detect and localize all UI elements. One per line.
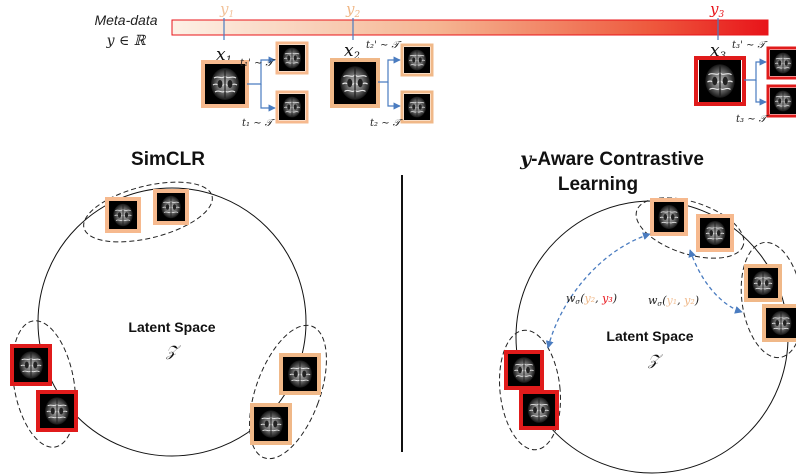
t3-prime-label: t₃' ∼ 𝒯: [732, 40, 769, 51]
x2-aug-top-scan: [404, 47, 430, 73]
y-aware-top-scan-a: [654, 202, 684, 232]
t2-label: t₂ ∼ 𝒯: [370, 118, 404, 129]
simclr-title: SimCLR: [131, 149, 205, 170]
x1-aug-bottom-scan: [279, 94, 305, 120]
x3-brain-scan: [698, 60, 742, 102]
simclr-latent-symbol: 𝒵: [165, 342, 181, 360]
simclr-cluster-right: [249, 324, 327, 460]
y-aware-cluster-top: [635, 197, 745, 259]
weight-label-right: wσ(y₁, y₂): [648, 294, 699, 308]
x2-aug-bottom-frame: [400, 90, 434, 124]
y-aware-title-line2: Learning: [558, 174, 638, 195]
simclr-cluster-top: [83, 181, 213, 243]
x3-aug-bottom-scan: [770, 88, 796, 114]
simclr-top-scan-a: [109, 201, 137, 229]
simclr-panel: SimCLR Latent Space 𝒵: [10, 149, 327, 460]
x3-arrow-top: [744, 58, 767, 81]
y-aware-left-scan-a: [508, 354, 540, 386]
simclr-right-scan-b: [254, 407, 288, 441]
x2-brain-scan: [334, 62, 376, 104]
x3-arrow-bottom: [755, 80, 767, 106]
weight-label-left: wσ(y₂, y₃): [566, 292, 617, 306]
sample-x1-group: x1 t₁' ∼ 𝒯 t₁ ∼ 𝒯: [201, 41, 309, 129]
y-aware-latent-symbol: 𝒵: [647, 351, 663, 369]
metadata-domain-label: y ∈ ℝ: [106, 33, 147, 49]
simclr-latent-circle: [37, 187, 307, 457]
x1-brain-scan: [205, 64, 245, 104]
metadata-label: Meta-data: [94, 12, 157, 28]
sample-x2-group: x2 t₂' ∼ 𝒯 t₂ ∼ 𝒯: [330, 40, 434, 129]
metadata-gradient-bar: [171, 19, 769, 36]
simclr-left-scan-b: [40, 394, 74, 428]
t2-prime-label: t₂' ∼ 𝒯: [366, 40, 403, 51]
x1-aug-top-scan: [279, 45, 305, 71]
x1-aug-top-frame: [275, 41, 309, 75]
x1-arrow-bottom: [260, 84, 276, 112]
y1-label: y1: [219, 0, 234, 20]
y-aware-left-scan-b: [523, 394, 555, 426]
metadata-section: Meta-data y ∈ ℝ y1 y2 y3: [94, 0, 769, 49]
x2-arrow-top: [378, 56, 401, 83]
simclr-right-scan-a: [283, 357, 317, 391]
x3-frame: [694, 56, 746, 106]
y-aware-right-scan-b: [766, 308, 796, 338]
y-aware-right-scan-a: [748, 268, 778, 298]
t1-prime-label: t₁' ∼ 𝒯: [240, 58, 277, 69]
simclr-top-scan-b: [157, 193, 185, 221]
x3-aug-top-frame: [766, 46, 796, 80]
weight-arrow-right: [688, 249, 743, 314]
x3-aug-bottom-frame: [766, 84, 796, 118]
y3-label: y3: [709, 0, 724, 20]
y-aware-cluster-right: [740, 241, 796, 359]
x1-aug-bottom-frame: [275, 90, 309, 124]
x2-aug-top-frame: [400, 43, 434, 77]
y-aware-panel: y-Aware Contrastive Learning Latent Spac…: [499, 148, 796, 474]
t3-label: t₃ ∼ 𝒯: [736, 114, 770, 125]
sample-x3-group: x3 t₃' ∼ 𝒯 t₃ ∼ 𝒯: [694, 40, 796, 125]
x2-arrow-bottom: [387, 82, 401, 110]
x2-frame: [330, 58, 380, 108]
x2-label: x2: [344, 41, 360, 62]
x3-aug-top-scan: [770, 50, 796, 76]
y2-label: y2: [345, 0, 360, 20]
t1-label: t₁ ∼ 𝒯: [242, 118, 276, 129]
y-aware-cluster-left: [499, 329, 561, 451]
simclr-left-scan-a: [14, 348, 48, 382]
y-aware-latent-label: Latent Space: [606, 328, 693, 344]
simclr-latent-label: Latent Space: [128, 319, 215, 335]
simclr-cluster-left: [11, 320, 77, 448]
x1-arrow-top: [247, 56, 276, 85]
y-aware-title: y-Aware Contrastive: [519, 148, 704, 170]
x2-aug-bottom-scan: [404, 94, 430, 120]
y-aware-top-scan-b: [700, 218, 730, 248]
weight-arrow-left: [545, 232, 651, 349]
